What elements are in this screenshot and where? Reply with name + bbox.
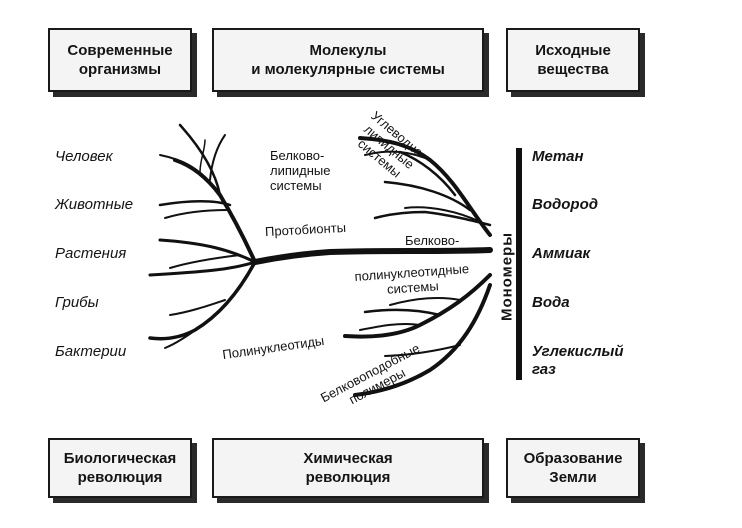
footer-chemical-revolution: Химическая революция [212,438,484,498]
substance-hydrogen: Водород [532,196,599,213]
label-protein-lipid-systems: Белково- липидные системы [270,148,331,193]
substance-ammonia: Аммиак [532,245,591,262]
label-protein-dash: Белково- [405,233,460,248]
carb-lipid-branch [358,136,492,237]
organism-plants: Растения [55,245,127,262]
footer-biological-revolution: Биологическая революция [48,438,192,498]
substance-methane: Метан [532,148,584,165]
main-trunk [252,247,493,265]
footer-earth-formation: Образование Земли [506,438,640,498]
header-molecules-systems: Молекулы и молекулярные системы [212,28,484,92]
organism-animals: Животные [55,196,134,213]
monomers-label: Мономеры [498,231,516,322]
substance-carbon-dioxide: Углекислый газ [532,343,624,378]
organism-human: Человек [55,148,113,165]
organism-bacteria: Бактерии [55,343,127,360]
protein-like-branch [353,283,492,397]
header-initial-substances: Исходные вещества [506,28,640,92]
monomers-bar [516,148,522,380]
header-modern-organisms: Современные организмы [48,28,192,92]
substance-water: Вода [532,294,570,311]
organism-fungi: Грибы [55,294,99,311]
